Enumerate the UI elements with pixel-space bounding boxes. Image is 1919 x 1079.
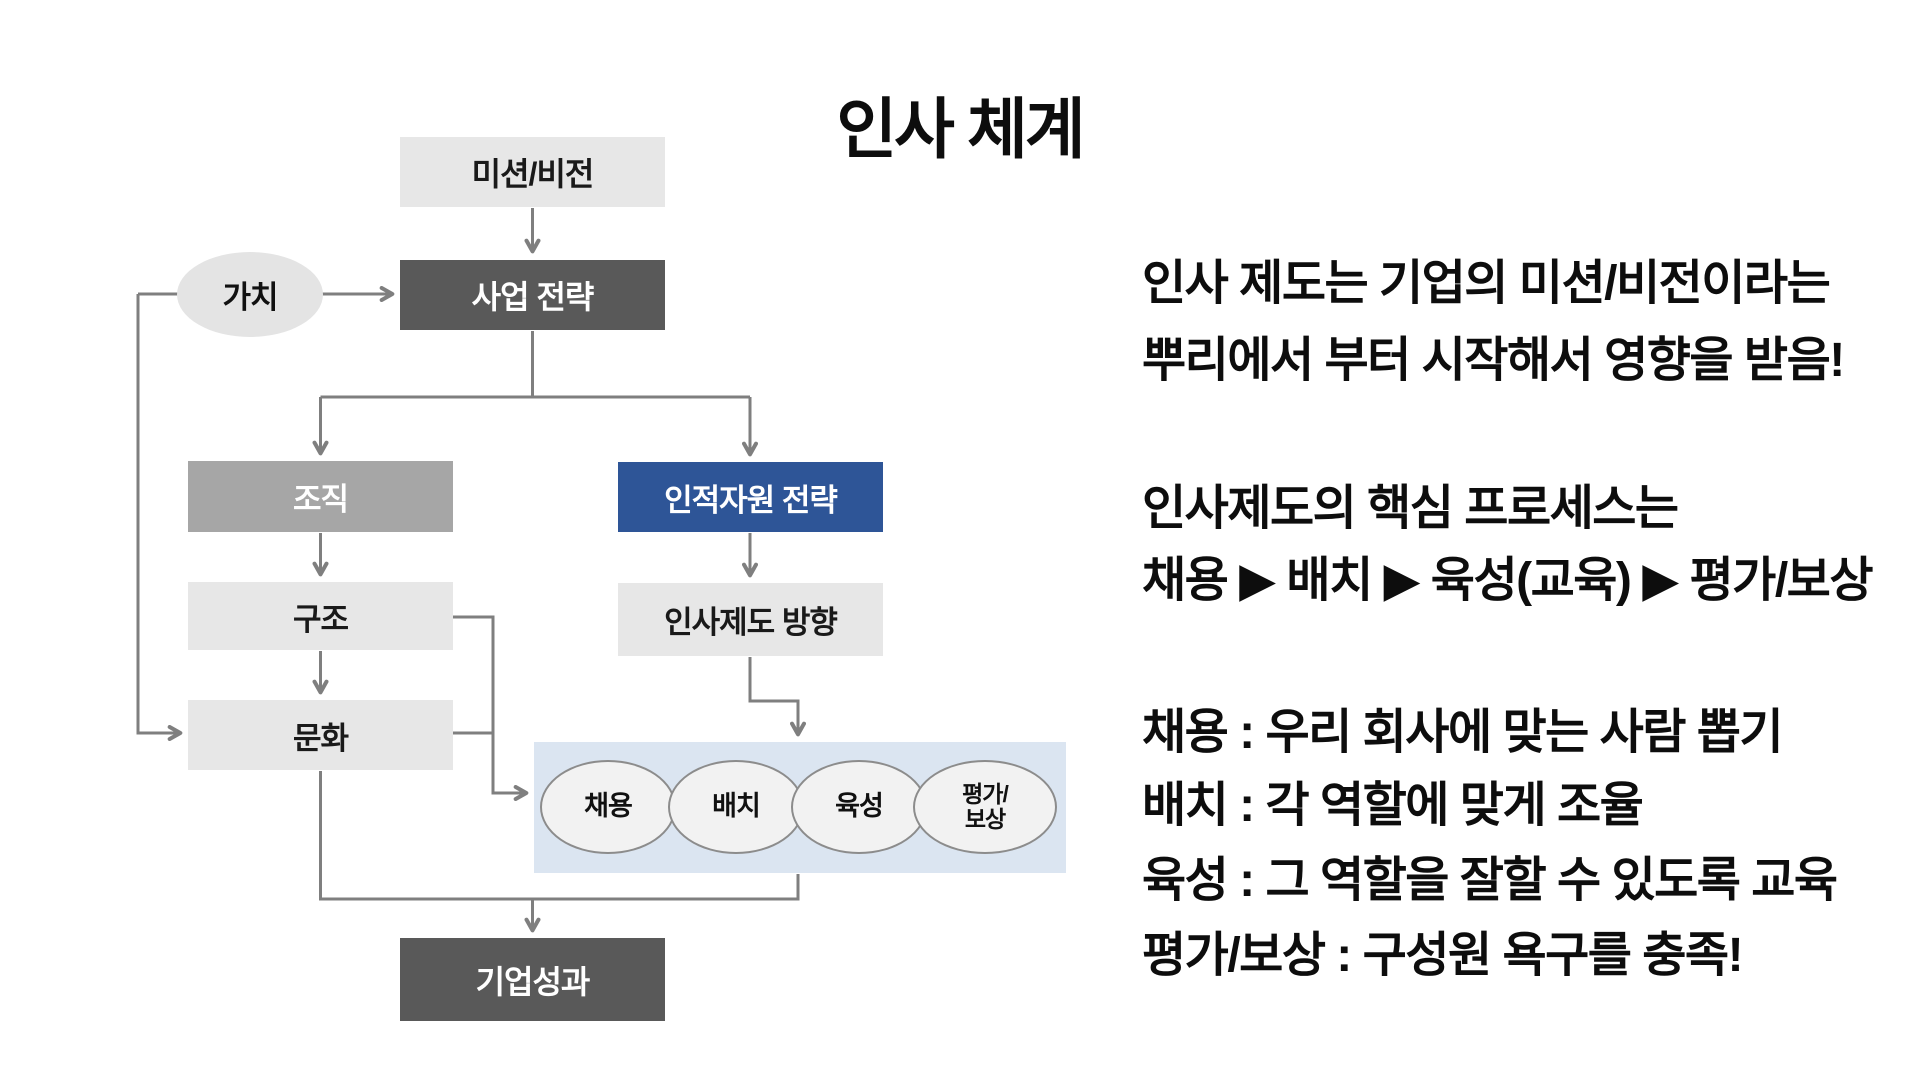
node-hr-strategy-label: 인적자원 전략	[664, 482, 838, 518]
connector-direction-to-process	[748, 657, 806, 737]
process-step-recruiting-label: 채용	[584, 791, 633, 822]
node-hr-strategy: 인적자원 전략	[618, 462, 883, 532]
process-step-placement-label: 배치	[712, 791, 761, 822]
note-root-influence-line2: 뿌리에서 부터 시작해서 영향을 받음!	[1142, 334, 1845, 387]
process-step-evaluation-reward: 평가/ 보상	[913, 760, 1057, 854]
process-step-evaluation-reward-line2: 보상	[964, 806, 1006, 832]
page-title: 인사 체계	[836, 92, 1085, 166]
node-mission-vision-label: 미션/비전	[471, 156, 595, 192]
node-mission-vision: 미션/비전	[400, 137, 665, 207]
node-value-ellipse: 가치	[177, 252, 323, 337]
note-core-process-line2: 채용 ▶ 배치 ▶ 육성(교육) ▶ 평가/보상	[1142, 554, 1873, 607]
node-business-strategy-label: 사업 전략	[471, 279, 595, 315]
node-corporate-performance-label: 기업성과	[475, 963, 591, 1000]
process-step-placement: 배치	[668, 760, 804, 854]
note-definition-placement: 배치 : 각 역할에 맞게 조율	[1142, 779, 1644, 832]
node-hr-policy-direction: 인사제도 방향	[618, 583, 883, 656]
node-structure: 구조	[188, 582, 453, 650]
connector-structure-to-process	[453, 615, 529, 801]
process-step-development-label: 육성	[835, 791, 884, 822]
process-step-evaluation-reward-line1: 평가/	[962, 781, 1009, 808]
note-definition-recruiting: 채용 : 우리 회사에 맞는 사람 뽑기	[1142, 706, 1784, 759]
node-culture-label: 문화	[292, 720, 349, 756]
node-corporate-performance: 기업성과	[400, 938, 665, 1021]
note-definition-evaluation-reward: 평가/보상 : 구성원 욕구를 충족!	[1142, 929, 1744, 982]
node-structure-label: 구조	[292, 601, 349, 637]
node-business-strategy: 사업 전략	[400, 260, 665, 330]
process-step-development: 육성	[791, 760, 927, 854]
connector-bottom-collector	[319, 771, 800, 901]
node-hr-policy-direction-label: 인사제도 방향	[664, 605, 838, 640]
note-core-process-line1: 인사제도의 핵심 프로세스는	[1142, 482, 1679, 535]
connector-value-loop-to-culture	[136, 294, 183, 741]
note-root-influence-line1: 인사 제도는 기업의 미션/비전이라는	[1142, 257, 1831, 310]
process-step-recruiting: 채용	[540, 760, 676, 854]
connector-business-split-stem	[320, 331, 750, 399]
node-organization: 조직	[188, 461, 453, 532]
node-culture: 문화	[188, 700, 453, 770]
node-value-label: 가치	[222, 280, 278, 315]
note-definition-development: 육성 : 그 역할을 잘할 수 있도록 교육	[1142, 854, 1838, 907]
node-organization-label: 조직	[292, 482, 349, 517]
